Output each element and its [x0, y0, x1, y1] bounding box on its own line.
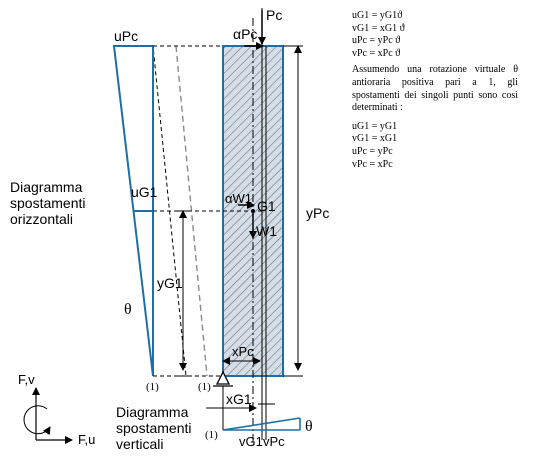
label-upc: uPc [114, 28, 138, 44]
hinge-support [215, 370, 231, 385]
vertical-diagram-slope [222, 417, 301, 431]
note-eq-4: vPc = xPc ϑ [352, 47, 401, 59]
note-eq-2: vG1 = xG1 ϑ [352, 22, 405, 34]
label-vg1: vG1 [239, 434, 263, 449]
label-w1: W1 [256, 223, 277, 239]
title-vertical-2: spostamenti [116, 420, 191, 436]
label-yg1: yG1 [157, 275, 183, 291]
label-hinge-left: (1) [146, 381, 159, 393]
label-alpha-w1: αW1 [225, 191, 252, 206]
g1-point [251, 209, 255, 213]
label-pc: Pc [266, 7, 282, 23]
title-vertical-1: Diagramma [116, 404, 189, 420]
title-vertical-3: verticali [116, 436, 163, 452]
title-horizontal-2: spostamenti [10, 195, 85, 211]
label-ug1: uG1 [131, 184, 158, 200]
label-alpha-pc: αPc [233, 26, 257, 42]
title-horizontal-1: Diagramma [10, 179, 83, 195]
note-eq-7: uPc = yPc [352, 145, 393, 157]
label-vpc: vPc [263, 434, 285, 449]
rotation-icon [23, 405, 51, 436]
label-axis-fu: F,u [78, 432, 95, 447]
label-g1: G1 [257, 198, 276, 214]
note-eq-8: vPc = xPc [352, 158, 393, 170]
label-xpc: xPc [232, 344, 254, 359]
note-eq-5: uG1 = yG1 [352, 120, 398, 132]
title-horizontal-3: orizzontali [10, 211, 73, 227]
label-axis-fv: F,v [18, 372, 35, 387]
note-eq-3: uPc = yPc ϑ [352, 35, 401, 47]
label-ypc: yPc [306, 205, 329, 221]
note-paragraph: Assumendo una rotazione virtuale θ antio… [352, 64, 518, 114]
label-xg1: xG1 [226, 391, 252, 407]
notes-panel: uG1 = yG1ϑ vG1 = xG1 ϑ uPc = yPc ϑ vPc =… [352, 10, 518, 171]
label-hinge-right: (1) [198, 381, 211, 393]
label-hinge-bottom: (1) [205, 429, 218, 441]
label-theta: θ [124, 301, 132, 318]
label-theta-bottom: θ [305, 418, 313, 435]
note-eq-1: uG1 = yG1ϑ [352, 10, 403, 21]
note-eq-6: vG1 = xG1 [352, 133, 398, 145]
